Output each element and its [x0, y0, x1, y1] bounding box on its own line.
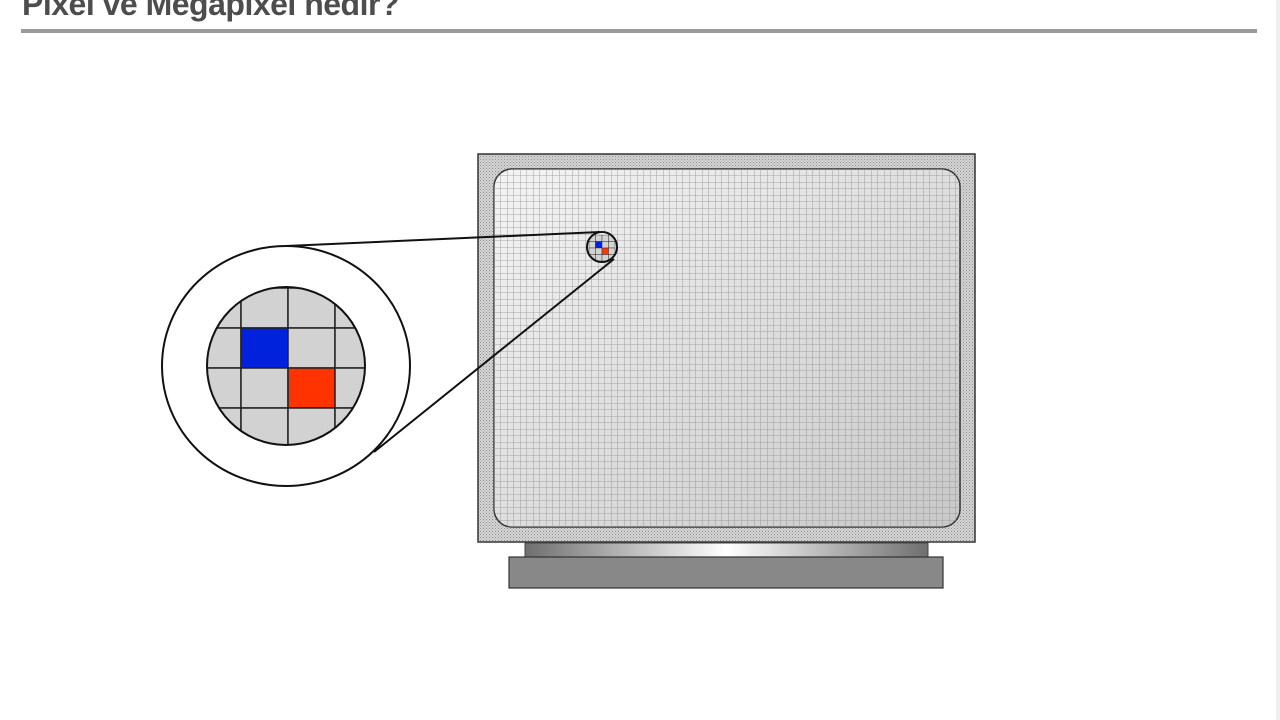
screen-spot-pixel-cell: [595, 234, 603, 242]
screen-spot-colored-pixel: [601, 247, 609, 255]
monitor-base: [508, 556, 944, 589]
zoom-pixel-cell: [240, 367, 289, 409]
zoom-colored-pixel: [287, 367, 336, 409]
zoom-colored-pixel: [240, 327, 289, 369]
title-underline: [21, 29, 1257, 33]
zoom-connector-bottom: [373, 258, 615, 453]
monitor-neck: [524, 542, 929, 559]
monitor: [477, 153, 976, 589]
zoom-lens-inner: [206, 286, 366, 446]
screen-spot-colored-pixel: [595, 241, 603, 249]
zoomed-pixel-cells: [207, 287, 365, 445]
page-edge: [1276, 0, 1280, 720]
screen-pixel-spot: [586, 231, 618, 263]
zoom-pixel-cell: [287, 327, 336, 369]
screen-spot-pixel-cell: [608, 247, 616, 255]
zoom-lens: [161, 245, 411, 487]
screen-spot-pixel-cell: [601, 234, 609, 242]
screen-spot-pixel-cell: [601, 241, 609, 249]
screen-spot-pixel-cell: [588, 247, 596, 255]
zoom-connector-top: [285, 231, 601, 247]
screen-spot-pixel-cell: [595, 247, 603, 255]
screen-spot-pixel-cell: [588, 241, 596, 249]
screen-spot-pixel-cell: [608, 241, 616, 249]
slide-title: Pixel ve Megapixel nedir?: [22, 0, 399, 22]
screen-pixel-grid: [494, 169, 960, 527]
